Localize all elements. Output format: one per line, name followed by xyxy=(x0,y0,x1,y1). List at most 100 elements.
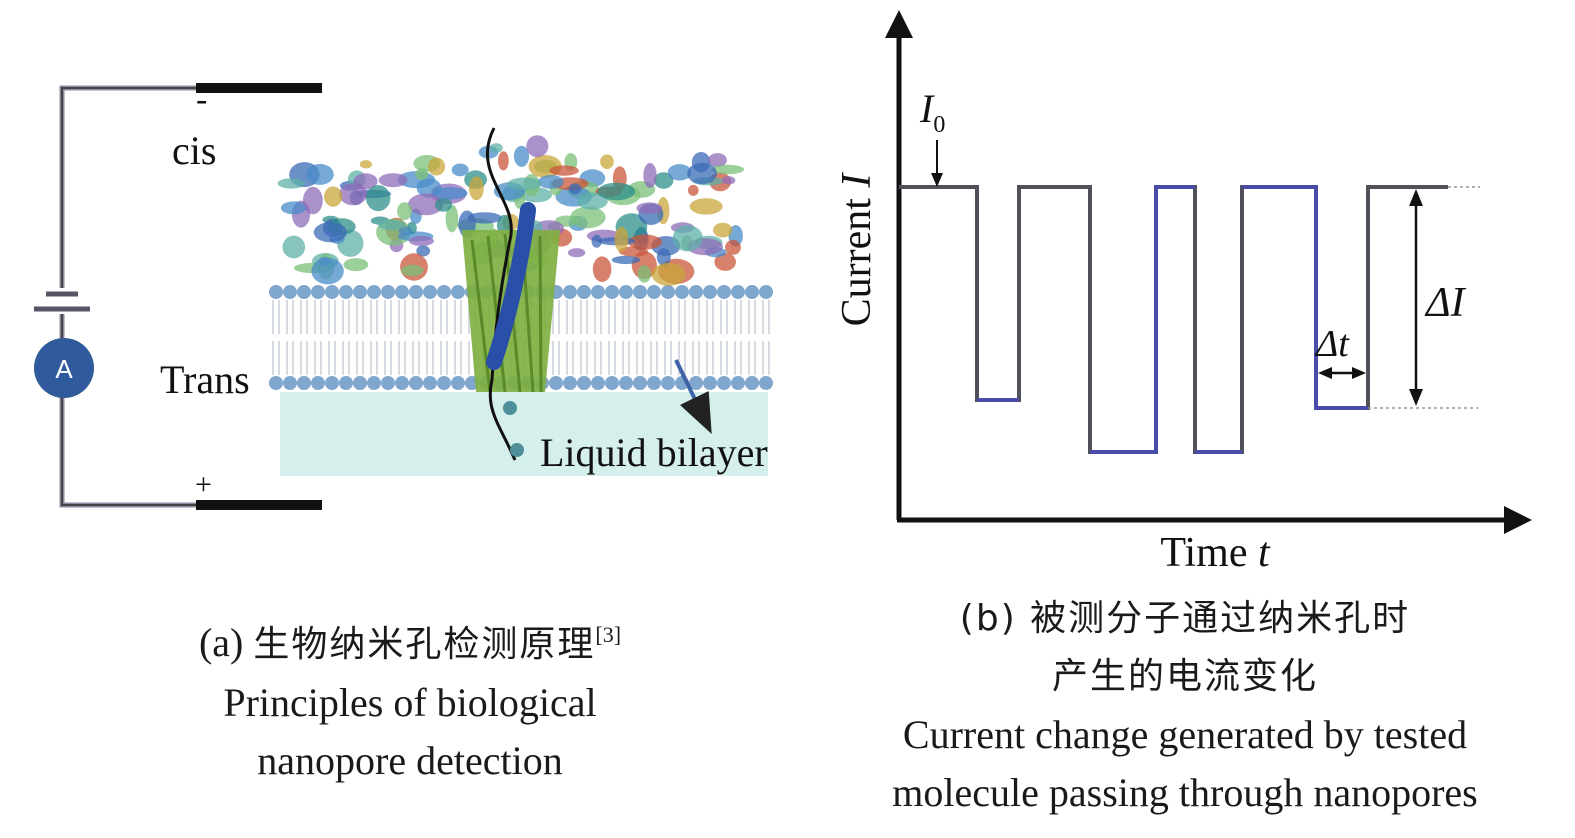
trans-electrode xyxy=(196,500,322,510)
protein-subunit xyxy=(306,163,334,185)
protein-subunit xyxy=(513,145,530,167)
protein-subunit xyxy=(498,151,509,171)
protein-subunit xyxy=(445,204,459,233)
lipid-tail xyxy=(314,300,322,375)
caption-b-zh-line2: 产生的电流变化 xyxy=(1051,656,1318,697)
lipid-head xyxy=(661,285,675,299)
protein-subunit xyxy=(339,183,368,206)
protein-subunit xyxy=(366,185,391,212)
lipid-head xyxy=(423,376,437,390)
lipid-head xyxy=(717,285,731,299)
caption-b-zh-line1: (b) 被测分子通过纳米孔时 xyxy=(959,598,1411,639)
lipid-tail xyxy=(328,300,336,375)
cis-electrode xyxy=(196,83,322,93)
lipid-head xyxy=(605,285,619,299)
lipid-head xyxy=(731,285,745,299)
protein-subunit xyxy=(549,165,579,176)
lipid-tail xyxy=(706,300,714,375)
lipid-head xyxy=(339,376,353,390)
lipid-head xyxy=(437,376,451,390)
lipid-head xyxy=(703,376,717,390)
caption-a-en-line2: nanopore detection xyxy=(257,738,563,783)
caption-a-zh-line: (a) 生物纳米孔检测原理[3] xyxy=(198,620,622,665)
lipid-head xyxy=(395,285,409,299)
lipid-head xyxy=(689,285,703,299)
protein-subunit xyxy=(343,258,369,272)
lipid-tail xyxy=(594,300,602,375)
protein-subunit xyxy=(618,246,649,257)
lipid-head xyxy=(353,376,367,390)
protein-subunit xyxy=(378,173,408,188)
protein-subunit xyxy=(408,193,444,216)
protein-subunit xyxy=(467,212,502,224)
lipid-head xyxy=(563,376,577,390)
ammeter-icon xyxy=(34,338,94,398)
protein-subunit xyxy=(689,198,723,215)
lipid-head xyxy=(633,285,647,299)
lipid-tail xyxy=(398,300,406,375)
lipid-head xyxy=(577,285,591,299)
lipid-head xyxy=(311,285,325,299)
protein-subunit xyxy=(277,178,305,189)
lipid-tail xyxy=(678,300,686,375)
protein-subunit xyxy=(359,160,372,169)
lipid-head xyxy=(717,376,731,390)
panel-b-plot xyxy=(885,10,1532,534)
lipid-tail xyxy=(650,300,658,375)
lipid-tail xyxy=(356,300,364,375)
protein-subunit xyxy=(614,226,629,253)
protein-subunit xyxy=(409,236,434,246)
protein-subunit xyxy=(627,234,663,250)
panel-a-schematic xyxy=(34,83,773,510)
lipid-head xyxy=(745,285,759,299)
protein-subunit xyxy=(280,201,307,215)
lipid-tail xyxy=(552,300,560,375)
lipid-tail xyxy=(566,300,574,375)
caption-b-en-line2: molecule passing through nanopores xyxy=(892,770,1478,815)
lipid-tail xyxy=(762,300,770,375)
current-trace xyxy=(899,185,1448,454)
lipid-tail xyxy=(300,300,308,375)
protein-pore xyxy=(277,135,745,393)
cis-label: cis xyxy=(172,128,216,173)
caption-b-en-line1: Current change generated by tested xyxy=(902,712,1468,757)
protein-subunit xyxy=(721,176,736,185)
protein-subunit xyxy=(714,252,736,271)
protein-subunit xyxy=(427,157,446,176)
protein-subunit xyxy=(653,172,674,189)
y-axis-arrowhead xyxy=(885,10,913,38)
protein-subunit xyxy=(324,186,343,207)
protein-subunit xyxy=(567,248,586,258)
protein-subunit xyxy=(708,153,727,168)
lipid-head xyxy=(661,376,675,390)
lipid-tail xyxy=(664,300,672,375)
battery-icon xyxy=(34,288,90,314)
protein-subunit xyxy=(507,177,542,190)
protein-subunit xyxy=(611,255,641,264)
lipid-head xyxy=(381,376,395,390)
lipid-head xyxy=(297,285,311,299)
protein-subunit xyxy=(592,256,612,283)
protein-subunit xyxy=(311,257,344,285)
lipid-tail xyxy=(440,300,448,375)
lipid-head xyxy=(283,285,297,299)
protein-subunit xyxy=(451,163,469,177)
lipid-head xyxy=(437,285,451,299)
lipid-tail xyxy=(342,300,350,375)
lipid-head xyxy=(409,376,423,390)
lipid-head xyxy=(689,376,703,390)
lipid-head xyxy=(311,376,325,390)
protein-subunit xyxy=(282,235,306,259)
protein-subunit xyxy=(397,202,412,221)
protein-subunit xyxy=(643,162,657,188)
protein-subunit xyxy=(489,143,503,153)
caption-b: (b) 被测分子通过纳米孔时 产生的电流变化 Current change ge… xyxy=(800,590,1570,822)
delta-i-label: ΔI xyxy=(1424,280,1467,326)
protein-subunit xyxy=(577,192,608,210)
caption-a: (a) 生物纳米孔检测原理[3] Principles of biologica… xyxy=(60,606,760,790)
dna-strand xyxy=(486,127,536,461)
lipid-head xyxy=(563,285,577,299)
protein-subunit xyxy=(313,222,347,243)
protein-subunit xyxy=(597,182,636,201)
lipid-head xyxy=(395,376,409,390)
